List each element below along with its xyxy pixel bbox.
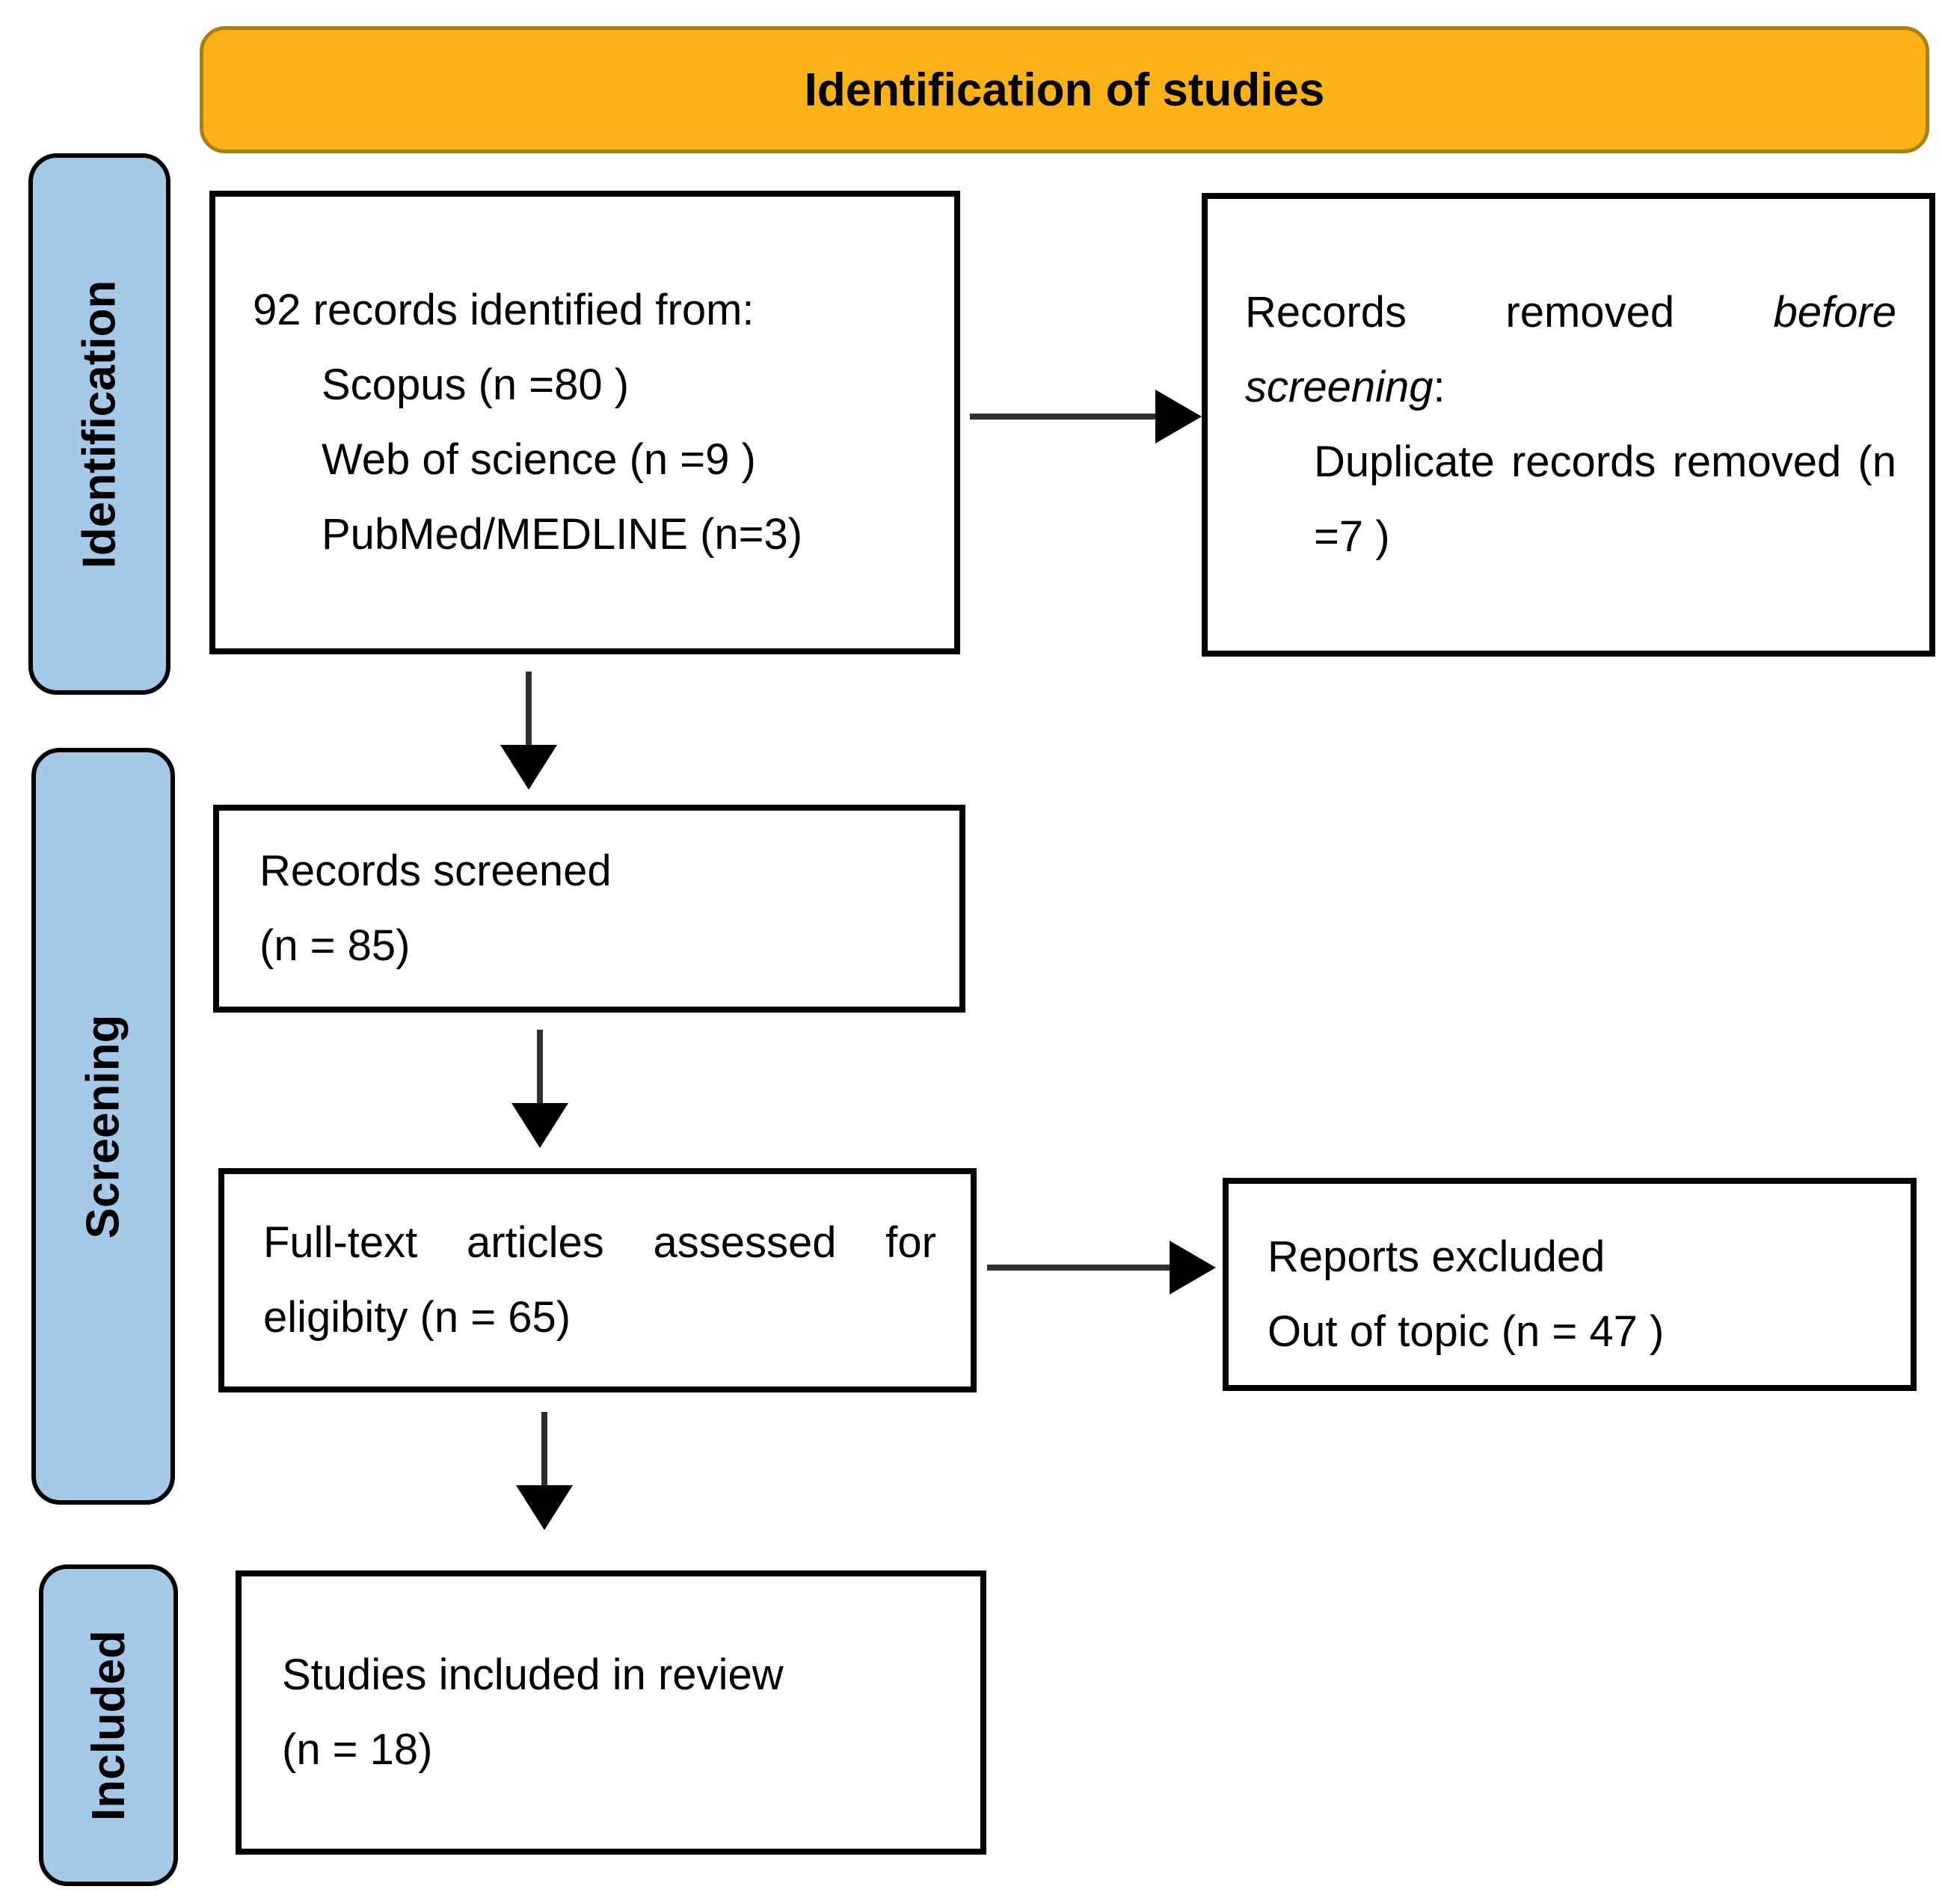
records-removed-colon: : <box>1433 363 1445 411</box>
fulltext-assessed-text: Full-text articles assessed for eligibit… <box>263 1218 936 1342</box>
arrow-identified-to-removed <box>970 390 1203 443</box>
records-removed-lead: Records removed <box>1245 288 1774 337</box>
stage-bar-identification: Identification <box>28 153 170 695</box>
source-pubmed-medline: PubMed/MEDLINE (n=3) <box>322 510 803 559</box>
box-reports-excluded: Reports excluded Out of topic (n = 47 ) <box>1223 1178 1917 1391</box>
arrowhead-right-icon <box>1170 1241 1216 1295</box>
reports-excluded-text: Reports excluded <box>1267 1232 1605 1281</box>
arrow-shaft <box>526 672 532 748</box>
arrowhead-down-icon <box>516 1485 573 1530</box>
records-identified-intro: 92 records identified from: <box>253 286 755 334</box>
records-screened-count: (n = 85) <box>259 921 411 970</box>
studies-included-text: Studies included in review <box>282 1650 784 1699</box>
arrowhead-right-icon <box>1155 390 1202 443</box>
records-removed-italic: before screening <box>1245 288 1896 411</box>
records-removed-heading: Records removed before screening: <box>1245 275 1896 425</box>
box-records-screened: Records screened (n = 85) <box>213 805 965 1013</box>
records-screened-text: Records screened <box>259 847 612 895</box>
box-records-removed: Records removed before screening: Duplic… <box>1202 193 1935 657</box>
source-scopus: Scopus (n =80 ) <box>322 360 630 409</box>
banner-title: Identification of studies <box>804 64 1325 116</box>
arrow-shaft <box>970 414 1158 420</box>
reports-excluded-reason: Out of topic (n = 47 ) <box>1267 1307 1665 1356</box>
stage-label-identification: Identification <box>73 280 126 568</box>
arrow-shaft <box>541 1412 547 1488</box>
arrow-fulltext-to-included <box>516 1412 573 1532</box>
banner-identification-of-studies: Identification of studies <box>200 26 1929 153</box>
box-studies-included: Studies included in review (n = 18) <box>236 1570 986 1855</box>
duplicate-records-removed: Duplicate records removed (n =7 ) <box>1314 437 1896 561</box>
arrowhead-down-icon <box>500 745 557 790</box>
stage-label-included: Included <box>82 1630 135 1821</box>
box-fulltext-assessed: Full-text articles assessed for eligibit… <box>218 1168 977 1392</box>
arrow-fulltext-to-excluded <box>987 1241 1220 1295</box>
source-web-of-science: Web of science (n =9 ) <box>322 435 756 484</box>
arrow-screened-to-fulltext <box>511 1030 568 1149</box>
arrow-identified-to-screened <box>500 672 557 791</box>
stage-bar-included: Included <box>39 1564 178 1886</box>
studies-included-count: (n = 18) <box>282 1725 433 1774</box>
box-records-identified: 92 records identified from: Scopus (n =8… <box>209 191 960 654</box>
stage-label-screening: Screening <box>77 1014 129 1238</box>
arrowhead-down-icon <box>511 1103 568 1148</box>
arrow-shaft <box>537 1030 543 1106</box>
arrow-shaft <box>987 1265 1173 1271</box>
stage-bar-screening: Screening <box>31 748 175 1505</box>
